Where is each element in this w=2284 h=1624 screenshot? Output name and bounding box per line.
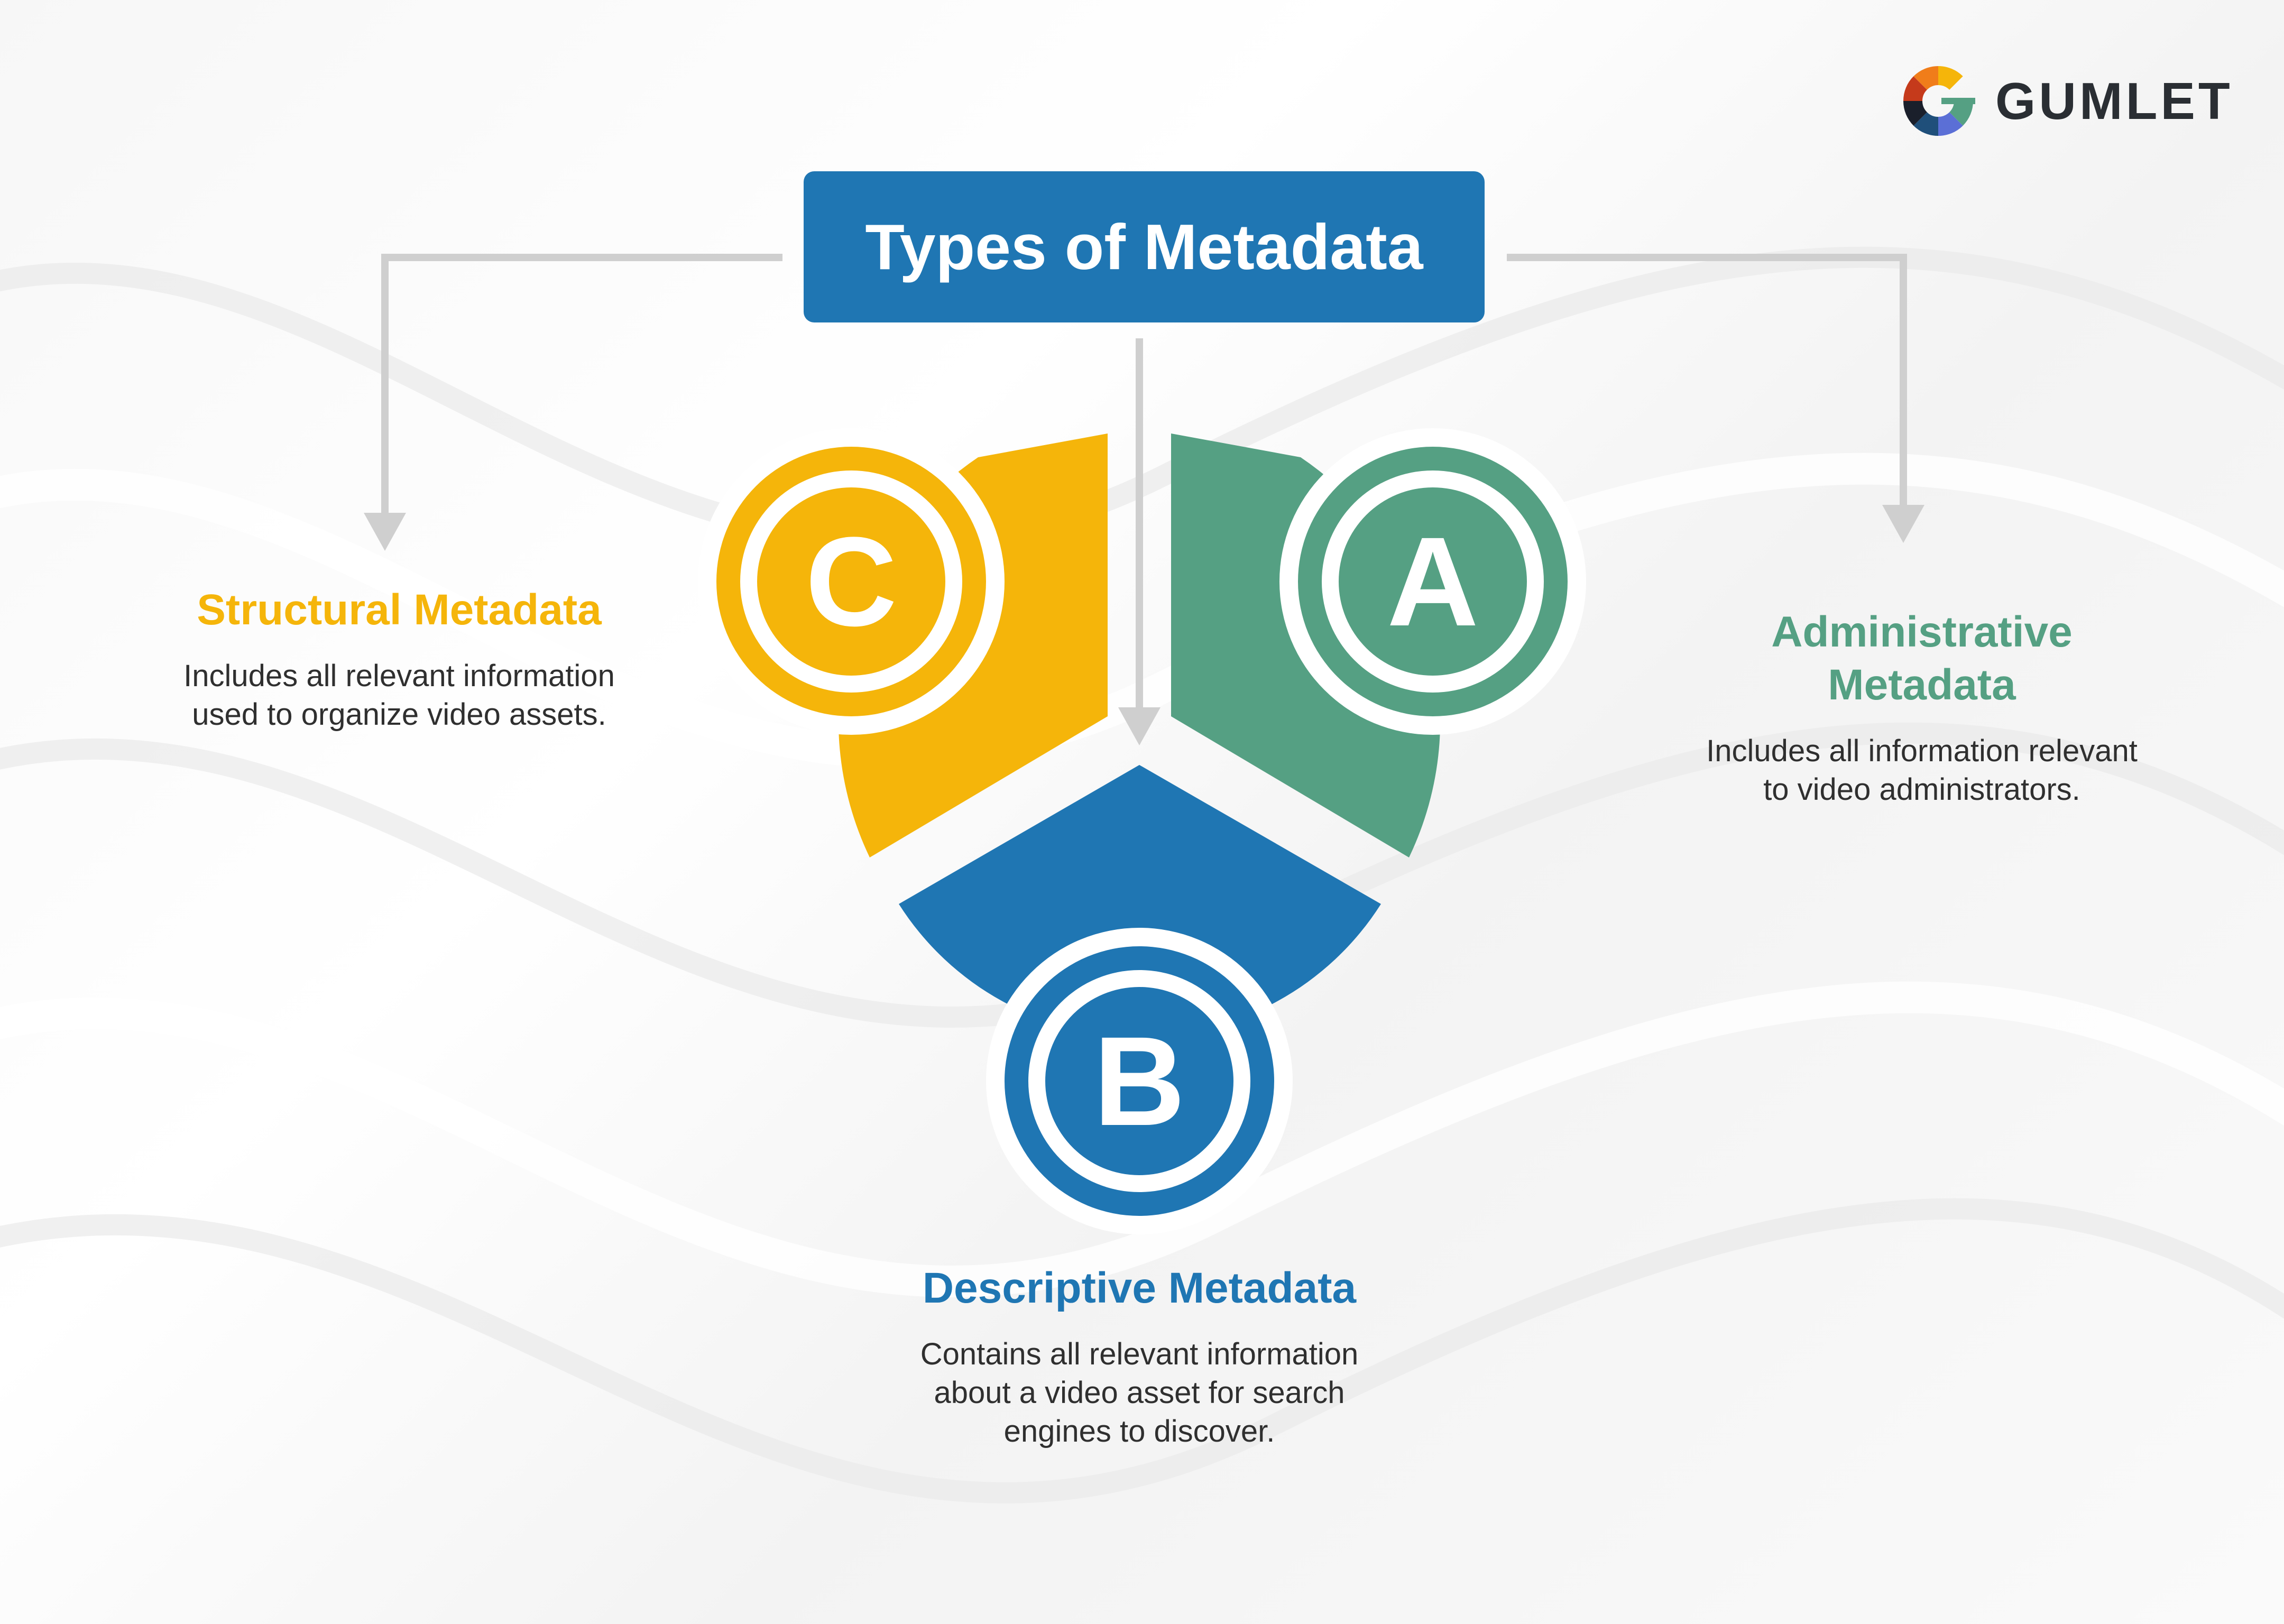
brand-name: GUMLET <box>1995 72 2233 130</box>
administrative-metadata-title: Administrative Metadata <box>1771 608 2073 709</box>
segment-c-badge: C <box>698 428 1005 735</box>
segment-c-letter: C <box>805 511 897 652</box>
structural-metadata-description: Includes all relevant information used t… <box>183 659 615 732</box>
administrative-metadata-section: Administrative Metadata Includes all inf… <box>1689 606 2154 809</box>
page-title: Types of Metadata <box>865 211 1423 283</box>
segment-a-letter: A <box>1387 511 1478 652</box>
administrative-metadata-description: Includes all information relevant to vid… <box>1706 734 2138 807</box>
segment-b-letter: B <box>1093 1010 1185 1152</box>
descriptive-metadata-section: Descriptive Metadata Contains all releva… <box>899 1262 1380 1451</box>
segment-b-arc <box>899 765 1381 1037</box>
title-box: Types of Metadata <box>804 171 1485 322</box>
brand-logo: GUMLET <box>1901 61 2233 141</box>
structural-metadata-title: Structural Metadata <box>197 586 602 634</box>
gumlet-logo-icon <box>1903 66 1975 136</box>
segment-b-badge: B <box>986 928 1293 1234</box>
segment-a-badge: A <box>1279 428 1586 735</box>
structural-metadata-section: Structural Metadata Includes all relevan… <box>159 584 640 734</box>
descriptive-metadata-description: Contains all relevant information about … <box>920 1337 1359 1448</box>
descriptive-metadata-title: Descriptive Metadata <box>922 1264 1357 1312</box>
